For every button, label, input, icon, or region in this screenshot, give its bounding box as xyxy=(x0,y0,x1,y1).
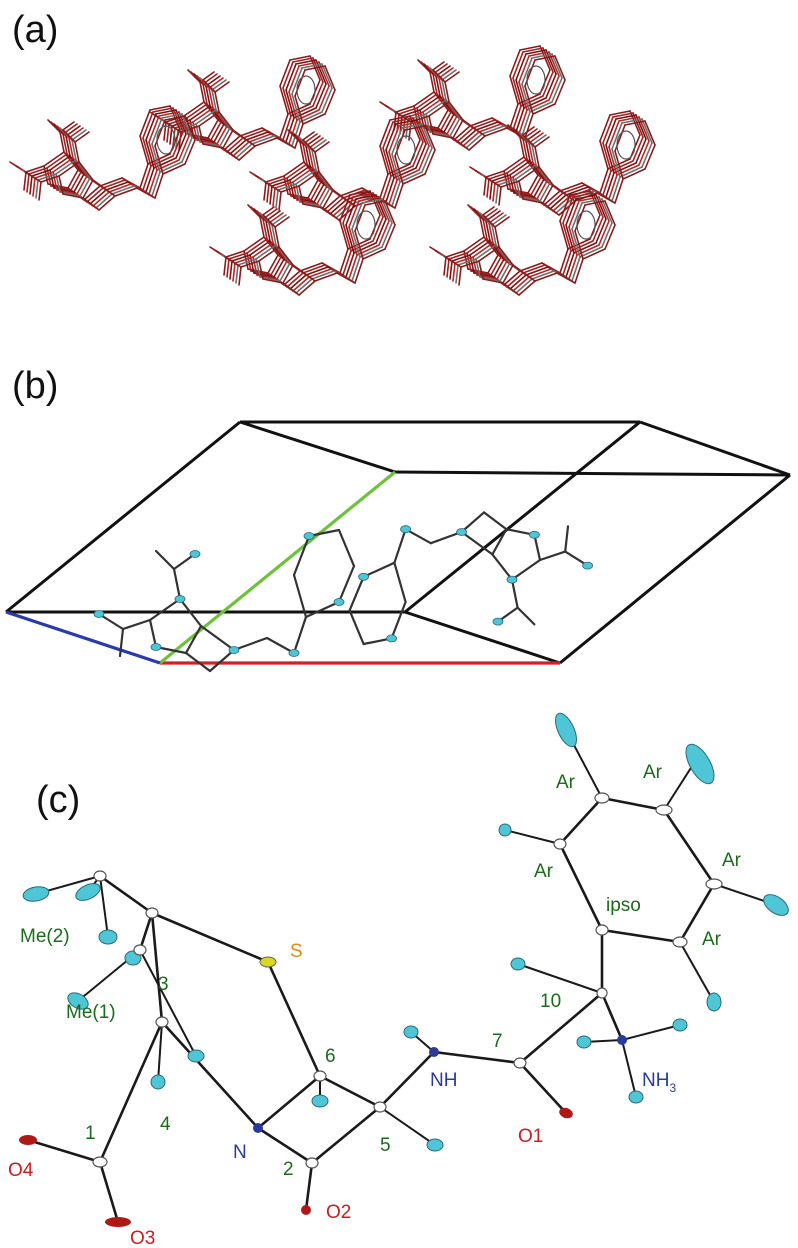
label-ar-bottom-right: Ar xyxy=(702,929,722,950)
label-nh3: NH3 xyxy=(642,1070,676,1095)
molecule-atoms xyxy=(19,712,789,1227)
packing-diagram xyxy=(9,45,656,296)
label-s: S xyxy=(290,941,303,962)
label-ar-right: Ar xyxy=(722,850,742,871)
label-ar-top-right: Ar xyxy=(643,762,663,783)
label-6: 6 xyxy=(325,1046,336,1067)
panel-a: (a) xyxy=(9,9,656,296)
cell-molecules xyxy=(93,511,593,673)
label-3: 3 xyxy=(158,974,169,995)
label-7: 7 xyxy=(492,1031,503,1052)
label-o3: O3 xyxy=(130,1228,155,1248)
label-n: N xyxy=(233,1142,247,1163)
axis-c-line xyxy=(5,610,161,665)
label-ar-top-left: Ar xyxy=(556,772,576,793)
panel-b: (b) xyxy=(5,365,791,673)
panel-c-label: (c) xyxy=(36,779,80,821)
label-ipso: ipso xyxy=(606,895,641,916)
molecule-bonds xyxy=(26,729,777,1224)
atom-labels: Me(2) Me(1) S 3 6 NH 7 10 NH3 ipso Ar Ar… xyxy=(8,762,742,1248)
label-4: 4 xyxy=(160,1114,171,1135)
panel-b-label: (b) xyxy=(12,365,58,407)
panel-c: (c) xyxy=(8,712,789,1248)
label-5: 5 xyxy=(380,1135,391,1156)
label-2: 2 xyxy=(283,1159,294,1180)
label-o1: O1 xyxy=(518,1126,543,1147)
label-o4: O4 xyxy=(8,1160,34,1181)
label-me1: Me(1) xyxy=(66,1002,116,1023)
label-10: 10 xyxy=(540,991,561,1012)
unit-cell-frame xyxy=(5,420,791,665)
label-nh: NH xyxy=(430,1070,457,1091)
label-o2: O2 xyxy=(326,1202,351,1223)
panel-a-label: (a) xyxy=(12,9,58,51)
label-1: 1 xyxy=(85,1123,96,1144)
label-ar-left: Ar xyxy=(534,861,554,882)
label-me2: Me(2) xyxy=(20,926,70,947)
